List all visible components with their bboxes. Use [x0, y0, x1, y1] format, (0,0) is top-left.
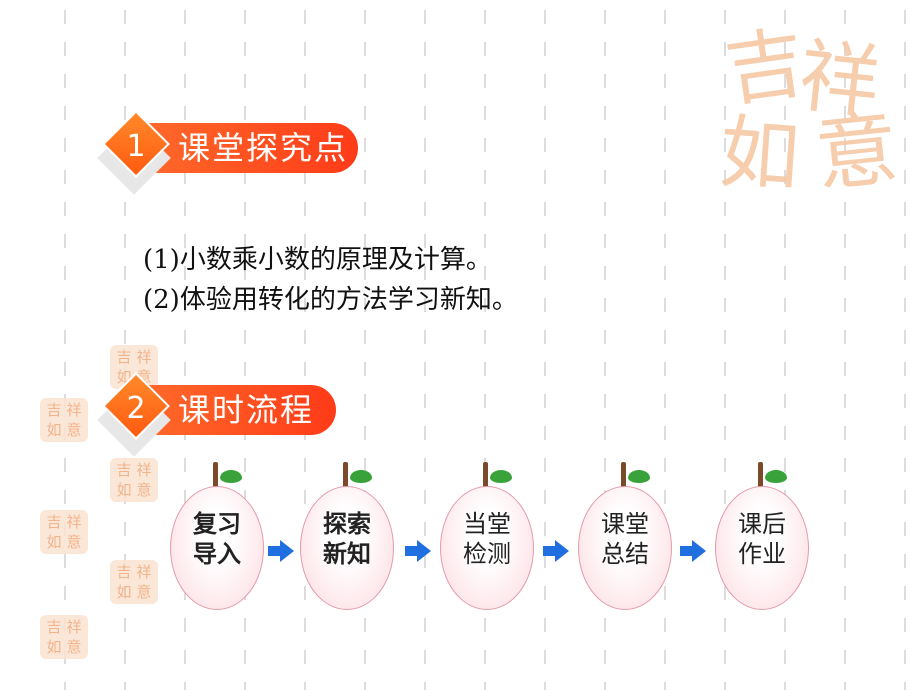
decorative-stamp: 吉祥如意	[40, 510, 88, 554]
decorative-stamp: 吉祥如意	[40, 398, 88, 442]
section-1-content: (1)小数乘小数的原理及计算。 (2)体验用转化的方法学习新知。	[143, 240, 518, 320]
content-item: (2)体验用转化的方法学习新知。	[143, 285, 518, 315]
section-1-title-bar	[140, 123, 358, 173]
section-1-title: 课堂探究点	[178, 129, 349, 167]
leaf-icon	[765, 470, 787, 483]
arrow-right-icon	[268, 540, 294, 562]
fruit-stem	[213, 462, 218, 488]
fruit-stem	[483, 462, 488, 488]
flow-step-class-test[interactable]: 当堂 检测	[440, 462, 536, 610]
fruit-shape: 当堂 检测	[440, 486, 534, 610]
decorative-stamp: 吉祥如意	[40, 615, 88, 659]
flow-step-homework[interactable]: 课后 作业	[715, 462, 811, 610]
decorative-stamp: 吉祥如意	[110, 560, 158, 604]
arrow-right-icon	[543, 540, 569, 562]
flow-step-class-summary[interactable]: 课堂 总结	[578, 462, 674, 610]
arrow-right-icon	[405, 540, 431, 562]
section-2-number: 2	[126, 391, 146, 426]
fruit-stem	[621, 462, 626, 488]
content-item: (1)小数乘小数的原理及计算。	[143, 245, 492, 275]
arrow-right-icon	[680, 540, 706, 562]
fruit-shape: 探索 新知	[300, 486, 394, 610]
fruit-stem	[758, 462, 763, 488]
flow-step-explore-new[interactable]: 探索 新知	[300, 462, 396, 610]
leaf-icon	[490, 470, 512, 483]
fruit-shape: 课堂 总结	[578, 486, 672, 610]
section-1-number: 1	[126, 129, 146, 164]
fruit-stem	[343, 462, 348, 488]
section-2-title: 课时流程	[178, 391, 315, 429]
decorative-stamp: 吉祥如意	[110, 458, 158, 502]
leaf-icon	[220, 470, 242, 483]
leaf-icon	[628, 470, 650, 483]
fruit-shape: 课后 作业	[715, 486, 809, 610]
decorative-logo: 吉 祥 如 意	[716, 17, 903, 204]
fruit-shape: 复习 导入	[170, 486, 264, 610]
flow-step-review-intro[interactable]: 复习 导入	[170, 462, 266, 610]
leaf-icon	[350, 470, 372, 483]
section-2-title-bar	[140, 385, 336, 435]
